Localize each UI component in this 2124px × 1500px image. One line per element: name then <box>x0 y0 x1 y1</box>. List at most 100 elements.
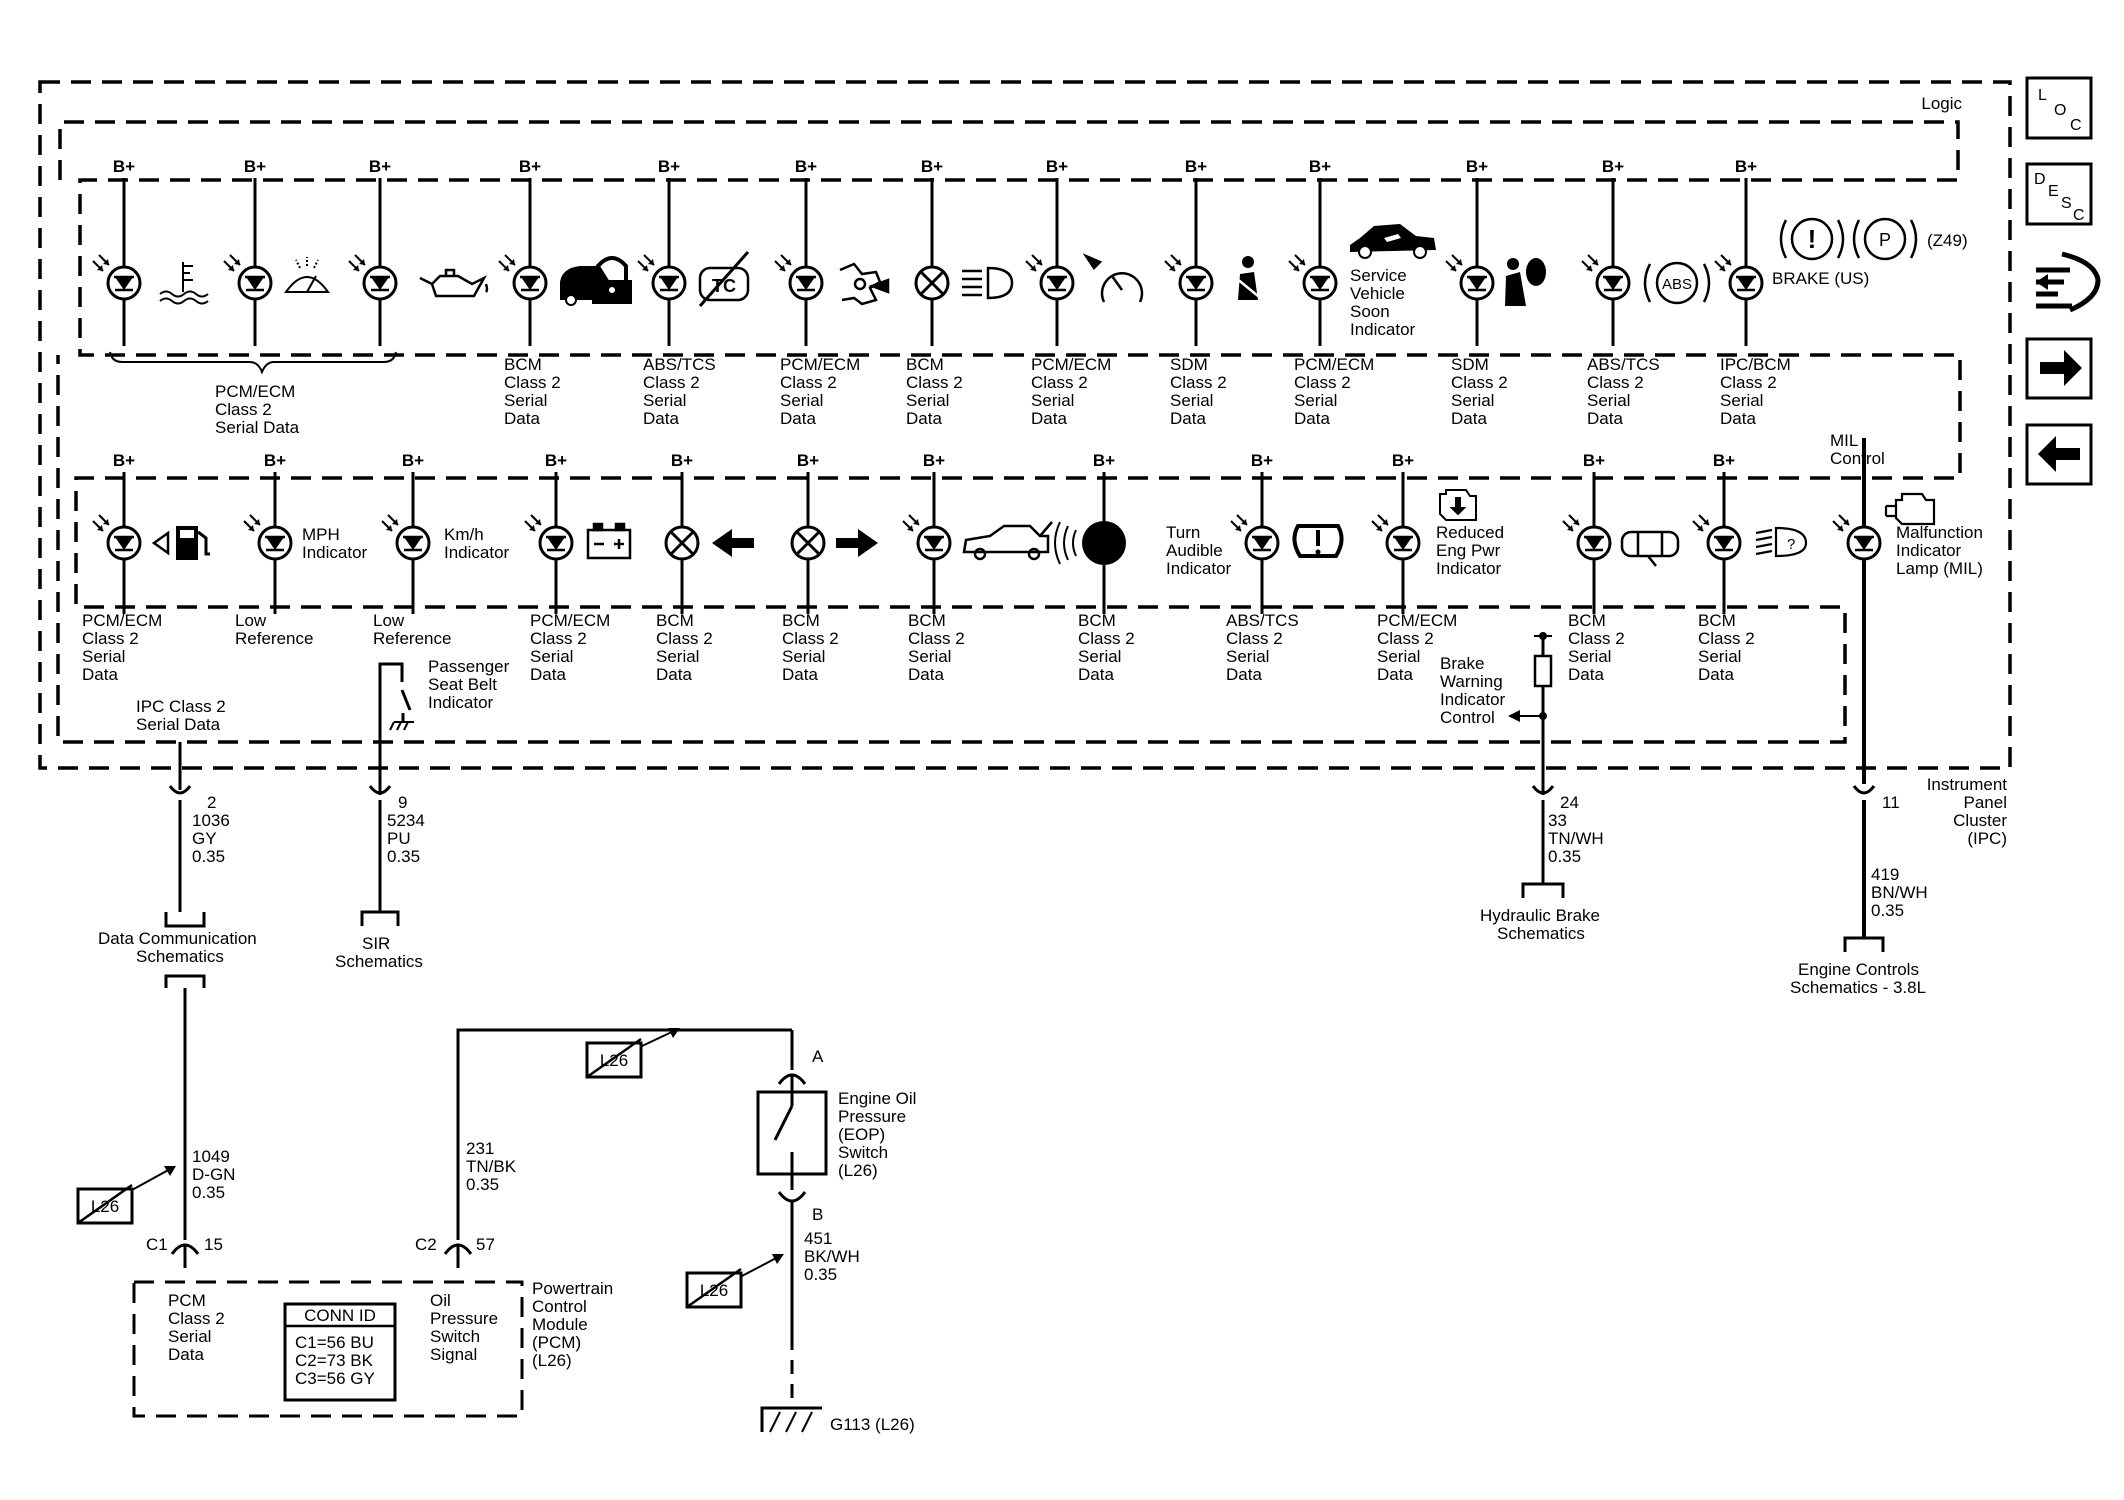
source-label: PCM/ECM <box>1294 355 1374 374</box>
logic-label: Logic <box>1921 94 1962 113</box>
source-label: Class 2 <box>1451 373 1508 392</box>
svg-text:P: P <box>1879 230 1891 250</box>
data-communication-schematics-ref[interactable]: Data Communication Schematics <box>98 929 257 966</box>
trunk-ajar-indicator <box>901 474 1053 614</box>
b-plus-label: B+ <box>923 451 945 470</box>
source-label: Class 2 <box>656 629 713 648</box>
source-label: Data <box>643 409 679 428</box>
hydraulic-brake-schematics-ref[interactable]: Hydraulic Brake Schematics <box>1480 906 1600 943</box>
source-label: Class 2 <box>1031 373 1088 392</box>
desc-button[interactable]: D E S C <box>2025 162 2093 226</box>
loc-button[interactable]: L O C <box>2025 76 2093 140</box>
source-label: Data <box>1568 665 1604 684</box>
b-plus-label: B+ <box>1046 157 1068 176</box>
svg-text:Turn: Turn <box>1166 523 1200 542</box>
source-label: Class 2 <box>82 629 139 648</box>
source-label: PCM/ECM <box>82 611 162 630</box>
source-label: Class 2 <box>1294 373 1351 392</box>
flow-navigation-icon[interactable] <box>2036 251 2101 313</box>
svg-text:Serial Data: Serial Data <box>215 418 300 437</box>
b-plus-label: B+ <box>1185 157 1207 176</box>
b-plus-label: B+ <box>671 451 693 470</box>
source-label: Class 2 <box>1568 629 1625 648</box>
source-label: Serial <box>1698 647 1741 666</box>
source-label: Data <box>504 409 540 428</box>
door-ajar-indicator <box>1561 474 1680 614</box>
source-label: BCM <box>906 355 944 374</box>
svg-text:MIL: MIL <box>1830 431 1858 450</box>
svg-text:L26: L26 <box>700 1281 728 1300</box>
source-label: Class 2 <box>1698 629 1755 648</box>
service-car-icon <box>1350 224 1436 259</box>
svg-text:!: ! <box>1808 224 1817 254</box>
b-plus-label: B+ <box>1309 157 1331 176</box>
svg-text:Module: Module <box>532 1315 588 1334</box>
svg-text:0.35: 0.35 <box>804 1265 837 1284</box>
svg-text:TN/BK: TN/BK <box>466 1157 517 1176</box>
source-label: SDM <box>1451 355 1489 374</box>
svg-text:33: 33 <box>1548 811 1567 830</box>
svg-text:Indicator: Indicator <box>444 543 510 562</box>
svg-text:Control: Control <box>1830 449 1885 468</box>
svg-text:1036: 1036 <box>192 811 230 830</box>
svg-text:Serial: Serial <box>168 1327 211 1346</box>
engine-reduced-icon <box>1439 489 1477 521</box>
coolant-temp-icon <box>159 262 209 305</box>
svg-text:Hydraulic Brake: Hydraulic Brake <box>1480 906 1600 925</box>
eop-pin-a: A <box>812 1047 824 1066</box>
source-label: Data <box>1294 409 1330 428</box>
source-label: PCM/ECM <box>530 611 610 630</box>
sir-schematics-ref[interactable]: SIR Schematics <box>335 934 423 971</box>
svg-text:Switch: Switch <box>430 1327 480 1346</box>
source-label: Serial <box>1720 391 1763 410</box>
brake-warning-icon: ! <box>1779 217 1845 261</box>
svg-text:Schematics: Schematics <box>1497 924 1585 943</box>
svg-text:(L26): (L26) <box>838 1161 878 1180</box>
svg-text:1049: 1049 <box>192 1147 230 1166</box>
previous-page-button[interactable] <box>2025 423 2093 486</box>
svg-text:Schematics - 3.8L: Schematics - 3.8L <box>1790 978 1926 997</box>
b-plus-label: B+ <box>658 157 680 176</box>
l26-option-box-3[interactable]: L26 <box>685 1254 784 1309</box>
arrow-right-icon <box>2040 350 2082 386</box>
svg-text:Panel: Panel <box>1964 793 2007 812</box>
svg-text:Pressure: Pressure <box>838 1107 906 1126</box>
pcm-group-label: PCM/ECM Class 2 Serial Data <box>215 382 300 437</box>
svg-text:231: 231 <box>466 1139 494 1158</box>
check-engine-icon <box>1884 492 1936 526</box>
z49-label: (Z49) <box>1927 231 1968 250</box>
c2-label: C2 <box>415 1235 437 1254</box>
svg-text:0.35: 0.35 <box>192 847 225 866</box>
oil-pressure-indicator <box>347 182 489 346</box>
svg-text:D-GN: D-GN <box>192 1165 235 1184</box>
b-plus-label: B+ <box>921 157 943 176</box>
engine-controls-schematics-ref[interactable]: Engine Controls Schematics - 3.8L <box>1790 960 1926 997</box>
source-label: Data <box>1720 409 1756 428</box>
seat-belt-icon <box>1235 256 1259 300</box>
svg-text:Schematics: Schematics <box>136 947 224 966</box>
svg-text:MPH: MPH <box>302 525 340 544</box>
source-label: Data <box>656 665 692 684</box>
wire-1049-label: 1049 D-GN 0.35 <box>192 1147 235 1202</box>
b-plus-label: B+ <box>1735 157 1757 176</box>
next-page-button[interactable] <box>2025 337 2093 400</box>
svg-text:Indicator: Indicator <box>428 693 494 712</box>
l26-option-box-2[interactable]: L26 <box>585 1028 680 1079</box>
source-label: Serial <box>656 647 699 666</box>
svg-text:451: 451 <box>804 1229 832 1248</box>
source-label: Class 2 <box>780 373 837 392</box>
oil-pressure-switch-signal-label: Oil Pressure Switch Signal <box>430 1291 498 1364</box>
passenger-seat-belt-switch: Passenger Seat Belt Indicator <box>378 657 510 795</box>
wire-419-label: 11 419 BN/WH 0.35 <box>1871 793 1928 920</box>
charge-indicator <box>523 474 632 614</box>
service-vehicle-soon-indicator: Service Vehicle Soon Indicator <box>1287 182 1436 346</box>
svg-text:PU: PU <box>387 829 411 848</box>
ground-g113: G113 (L26) <box>760 1406 915 1434</box>
l26-option-box-1[interactable]: L26 <box>76 1166 176 1225</box>
svg-text:D: D <box>2034 171 2046 188</box>
svg-text:0.35: 0.35 <box>1871 901 1904 920</box>
speed-warning-indicator <box>1024 182 1144 346</box>
b-plus-label: B+ <box>1583 451 1605 470</box>
wire-1036-label: 2 1036 GY 0.35 <box>192 793 230 866</box>
